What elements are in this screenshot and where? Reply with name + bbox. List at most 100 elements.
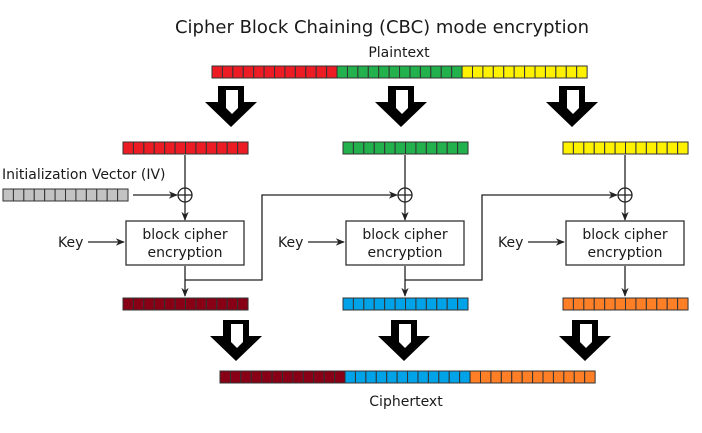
stage-plaintext-cell [666,141,679,155]
plaintext-cell [461,65,473,79]
plaintext-cell [305,65,317,79]
stage-plaintext-cell [122,141,134,155]
box-label-line1: block cipher [362,227,448,243]
iv-cell [65,188,77,202]
plaintext-bar [211,65,588,79]
big-arrows-bottom [210,320,611,361]
ciphertext-cell [511,370,523,384]
ciphertext-cell [521,370,534,384]
ciphertext-bar [219,370,596,384]
plaintext-cell [315,65,328,79]
stage-ciphertext-cell [363,297,375,311]
ciphertext-cell [271,370,284,384]
ciphertext-cell [584,370,596,384]
xor-icon [177,187,193,203]
box-label-line2: encryption [368,245,443,261]
stage-ciphertext-cell [635,297,647,311]
plaintext-cell [326,65,338,79]
ciphertext-cell [261,370,273,384]
plaintext-cell [336,65,348,79]
stage-plaintext-cell [216,141,228,155]
stage-plaintext-cell [583,141,595,155]
stage-ciphertext-cell [604,297,616,311]
stage-ciphertext-cell [342,297,354,311]
stage-ciphertext-cell [425,297,438,311]
ciphertext-cell [469,370,481,384]
stage-plaintext-cell [436,141,448,155]
plaintext-cell [367,65,380,79]
stage-plaintext-cell [342,141,354,155]
plaintext-cell [284,65,296,79]
chain-arrow [185,191,398,281]
stage-ciphertext-cell [583,297,595,311]
stage-plaintext-cell [457,141,469,155]
stage-ciphertext-cell [132,297,145,311]
plaintext-cell [294,65,307,79]
ciphertext-cell [490,370,502,384]
ciphertext-cell [240,370,252,384]
ciphertext-cell [573,370,586,384]
key-label: Key [498,235,523,251]
stage-ciphertext-cell [373,297,386,311]
ciphertext-cell [438,370,450,384]
big-down-arrow-icon [559,320,611,361]
ciphertext-cell [396,370,409,384]
stage-ciphertext-cell [174,297,187,311]
ciphertext-cell [552,370,565,384]
stage-ciphertext-cell [677,297,689,311]
ciphertext-cell [407,370,419,384]
ciphertext-cell [354,370,367,384]
ciphertext-cell [334,370,346,384]
big-down-arrow-icon [378,320,430,361]
ciphertext-cell [386,370,398,384]
stage-ciphertext-cell [143,297,155,311]
stage-ciphertext-cell [614,297,627,311]
stage-bars [122,141,689,311]
stage-ciphertext-cell [226,297,239,311]
key-label: Key [278,235,303,251]
stage-ciphertext-cell [405,297,417,311]
stage-plaintext-cell [677,141,689,155]
plaintext-cell [221,65,234,79]
stage-plaintext-cell [562,141,574,155]
stage-boxes: block cipher encryption Key block cipher enc… [58,220,685,266]
plaintext-cell [357,65,369,79]
big-down-arrow-icon [210,320,262,361]
stage-ciphertext-cell [572,297,585,311]
iv-cell [117,188,129,202]
stage-ciphertext-cell [625,297,637,311]
stage-ciphertext-cell [164,297,176,311]
stage-ciphertext-cell [384,297,396,311]
plaintext-cell [440,65,453,79]
ciphertext-cell [323,370,336,384]
big-down-arrow-icon [546,86,598,127]
stage-ciphertext-cell [645,297,658,311]
stage-plaintext-cell [237,141,249,155]
iv-bar [2,188,129,202]
ciphertext-cell [500,370,513,384]
stage-ciphertext-cell [122,297,134,311]
box-label-line1: block cipher [142,227,228,243]
plaintext-cell [242,65,255,79]
ciphertext-cell [313,370,325,384]
iv-cell [33,188,46,202]
stage-ciphertext-cell [153,297,166,311]
big-arrows-top [205,86,598,127]
xor-icon [397,187,413,203]
ciphertext-cell [219,370,231,384]
big-down-arrow-icon [375,86,427,127]
plaintext-cell [513,65,526,79]
block-cipher-box: block cipher encryption [125,220,245,266]
stage-plaintext-cell [132,141,145,155]
stage-plaintext-cell [593,141,606,155]
stage-plaintext-cell [415,141,427,155]
stage-plaintext-cell [153,141,166,155]
plaintext-cell [492,65,505,79]
stage-ciphertext-cell [436,297,448,311]
ciphertext-cell [302,370,315,384]
ciphertext-cell [250,370,263,384]
box-label-line2: encryption [148,245,223,261]
stage-plaintext-cell [635,141,647,155]
